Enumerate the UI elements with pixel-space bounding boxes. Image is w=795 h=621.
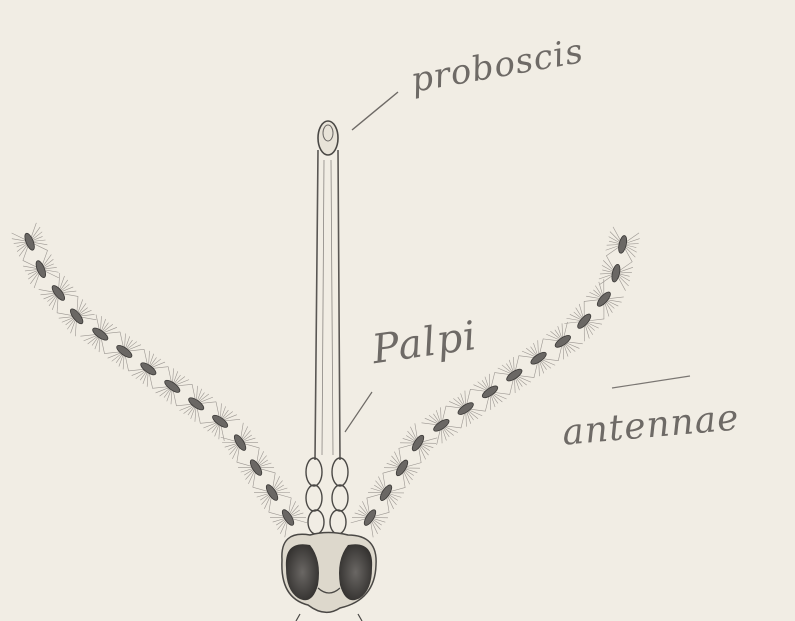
proboscis-tip [318, 121, 338, 155]
antenna-segment [211, 413, 230, 429]
antenna-segment [163, 378, 182, 394]
antenna-segment [115, 343, 134, 359]
palpi-leader-line [345, 392, 372, 432]
antenna-segment [68, 307, 85, 326]
antenna-segment [91, 326, 110, 342]
antenna-segment [139, 361, 158, 377]
head-structure [282, 533, 376, 621]
proboscis-leader-line [352, 92, 398, 130]
antenna-segment [187, 396, 206, 412]
antennae-leader-line [612, 376, 690, 388]
proboscis-structure [315, 121, 340, 460]
antenna-segment [50, 284, 67, 303]
left-antenna [12, 223, 308, 537]
palpi-structure [306, 458, 348, 534]
right-antenna [351, 227, 640, 537]
